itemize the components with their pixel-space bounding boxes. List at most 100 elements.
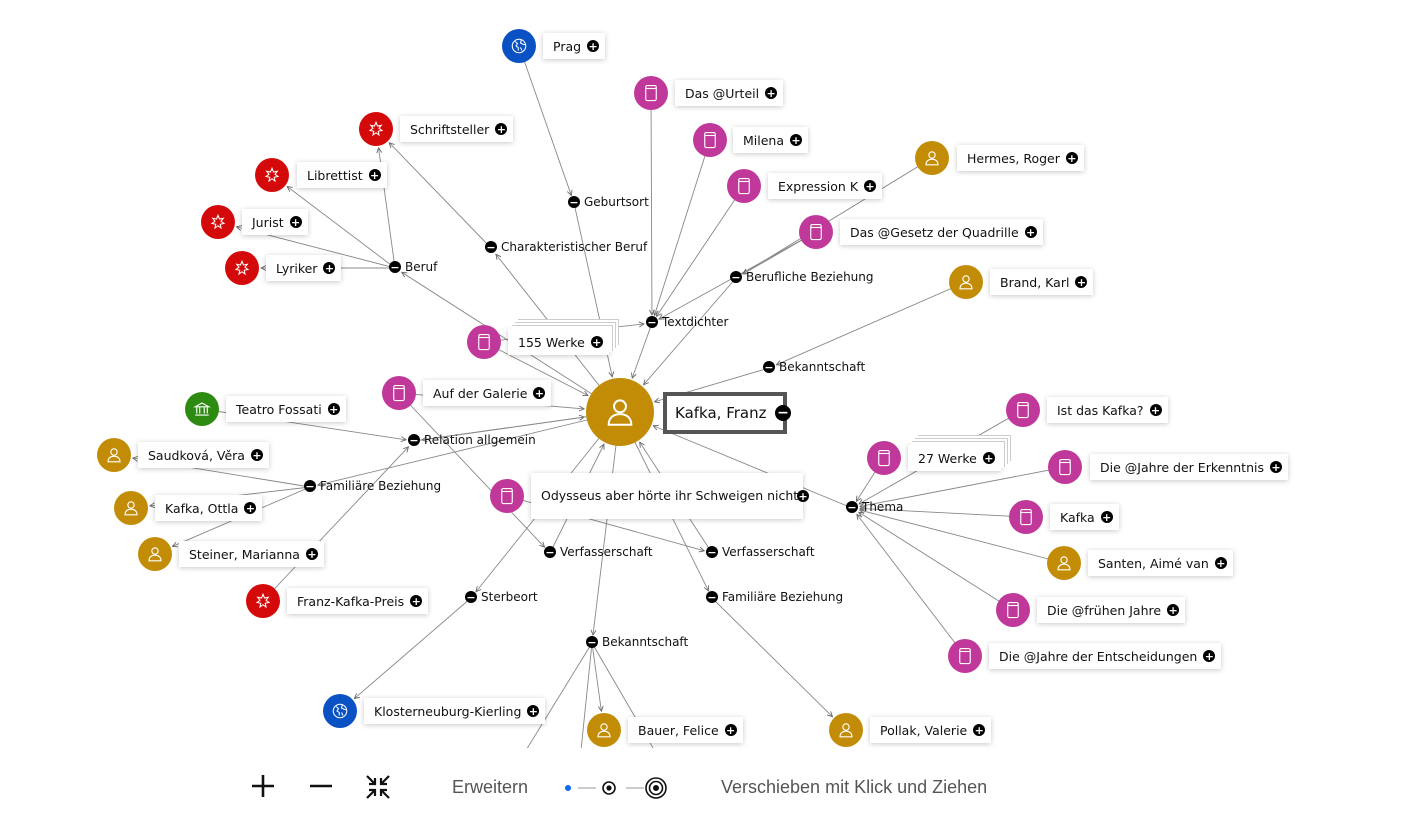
book-icon[interactable]	[996, 593, 1030, 627]
entity-node-label[interactable]: Steiner, Marianna+	[179, 541, 324, 567]
level-1-dot[interactable]	[565, 785, 571, 791]
book-icon[interactable]	[634, 76, 668, 110]
entity-node-label[interactable]: Die @Jahre der Erkenntnis+	[1090, 454, 1288, 480]
profession-icon[interactable]	[225, 251, 259, 285]
center-node-person-icon[interactable]	[586, 378, 654, 446]
entity-node-label[interactable]: Das @Gesetz der Quadrille+	[840, 219, 1043, 245]
relation-node[interactable]: −Thema	[846, 500, 903, 514]
expand-toggle[interactable]: +	[1075, 275, 1088, 289]
profession-icon[interactable]	[359, 112, 393, 146]
entity-node-label[interactable]: Das @Urteil+	[675, 80, 784, 106]
relation-node[interactable]: −Familiäre Beziehung	[304, 479, 441, 493]
entity-node-label[interactable]: Saudková, Věra+	[138, 442, 269, 468]
expand-toggle[interactable]: +	[495, 122, 508, 136]
entity-node-label[interactable]: Kafka, Ottla+	[155, 495, 263, 521]
expand-toggle[interactable]: +	[1100, 510, 1113, 524]
expand-toggle[interactable]: +	[982, 451, 995, 465]
entity-node-label[interactable]: Bauer, Felice+	[628, 717, 743, 743]
expand-toggle[interactable]: +	[527, 704, 540, 718]
expand-toggle[interactable]: +	[323, 261, 336, 275]
expand-toggle[interactable]: +	[797, 489, 809, 503]
expand-toggle[interactable]: +	[533, 386, 546, 400]
entity-node-label[interactable]: Prag+	[543, 33, 606, 59]
person-icon[interactable]	[949, 265, 983, 299]
expand-toggle[interactable]: +	[790, 133, 803, 147]
collapse-toggle[interactable]: −	[775, 405, 791, 421]
entity-node-label[interactable]: Franz-Kafka-Preis+	[287, 588, 429, 614]
book-icon[interactable]	[467, 325, 501, 359]
collapse-toggle[interactable]: −	[465, 590, 477, 604]
entity-node-label[interactable]: 155 Werke+	[508, 329, 609, 355]
expand-toggle[interactable]: +	[410, 594, 423, 608]
expand-toggle[interactable]: +	[1214, 556, 1227, 570]
entity-node-label[interactable]: Santen, Aimé van+	[1088, 550, 1233, 576]
expand-toggle[interactable]: +	[244, 501, 257, 515]
expand-toggle[interactable]: +	[250, 448, 263, 462]
collapse-toggle[interactable]: −	[706, 545, 718, 559]
entity-node-label[interactable]: Milena+	[733, 127, 809, 153]
book-icon[interactable]	[490, 479, 524, 513]
profession-icon[interactable]	[255, 158, 289, 192]
profession-icon[interactable]	[246, 584, 280, 618]
expand-toggle[interactable]: +	[1203, 649, 1216, 663]
collapse-toggle[interactable]: −	[408, 433, 420, 447]
collapse-toggle[interactable]: −	[646, 315, 658, 329]
person-icon[interactable]	[829, 713, 863, 747]
collapse-toggle[interactable]: −	[730, 270, 742, 284]
entity-node-label[interactable]: Kafka+	[1050, 504, 1119, 530]
level-3-dot[interactable]	[645, 777, 667, 799]
center-node-label[interactable]: Kafka, Franz −	[663, 392, 791, 434]
zoom-out-button[interactable]	[309, 774, 333, 802]
relation-node[interactable]: −Bekanntschaft	[586, 635, 688, 649]
person-icon[interactable]	[97, 438, 131, 472]
book-icon[interactable]	[799, 215, 833, 249]
entity-node-label[interactable]: 27 Werke+	[908, 445, 1001, 471]
expand-toggle[interactable]: +	[587, 39, 600, 53]
person-icon[interactable]	[587, 713, 621, 747]
relation-node[interactable]: −Berufliche Beziehung	[730, 270, 874, 284]
expand-toggle[interactable]: +	[1149, 403, 1162, 417]
expand-toggle[interactable]: +	[327, 402, 340, 416]
collapse-toggle[interactable]: −	[304, 479, 316, 493]
relation-node[interactable]: −Bekanntschaft	[763, 360, 865, 374]
entity-node-label[interactable]: Ist das Kafka?+	[1047, 397, 1168, 423]
book-icon[interactable]	[1006, 393, 1040, 427]
fit-view-button[interactable]	[365, 774, 391, 804]
book-icon[interactable]	[693, 123, 727, 157]
expand-toggle[interactable]: +	[765, 86, 778, 100]
expand-level-slider[interactable]	[564, 776, 670, 804]
collapse-toggle[interactable]: −	[485, 240, 497, 254]
book-icon[interactable]	[1048, 450, 1082, 484]
entity-node-label[interactable]: Expression K+	[768, 173, 883, 199]
entity-node-label[interactable]: Teatro Fossati+	[226, 396, 346, 422]
level-2-dot[interactable]	[602, 781, 616, 795]
book-icon[interactable]	[867, 441, 901, 475]
expand-toggle[interactable]: +	[1024, 225, 1037, 239]
collapse-toggle[interactable]: −	[544, 545, 556, 559]
collapse-toggle[interactable]: −	[389, 260, 401, 274]
relation-node[interactable]: −Geburtsort	[568, 195, 649, 209]
expand-toggle[interactable]: +	[590, 335, 603, 349]
entity-node-label[interactable]: Hermes, Roger+	[957, 145, 1084, 171]
entity-node-label[interactable]: Pollak, Valerie+	[870, 717, 992, 743]
expand-toggle[interactable]: +	[724, 723, 737, 737]
expand-toggle[interactable]: +	[305, 547, 318, 561]
relation-node[interactable]: −Charakteristischer Beruf	[485, 240, 647, 254]
globe-icon[interactable]	[502, 29, 536, 63]
relation-node[interactable]: −Verfasserschaft	[544, 545, 653, 559]
entity-node-label[interactable]: Klosterneuburg-Kierling+	[364, 698, 546, 724]
entity-node-label[interactable]: Lyriker+	[266, 255, 342, 281]
expand-toggle[interactable]: +	[973, 723, 986, 737]
entity-node-label[interactable]: Brand, Karl+	[990, 269, 1094, 295]
entity-node-label[interactable]: Schriftsteller+	[400, 116, 514, 142]
expand-toggle[interactable]: +	[368, 168, 381, 182]
book-icon[interactable]	[948, 639, 982, 673]
expand-toggle[interactable]: +	[864, 179, 877, 193]
entity-node-label[interactable]: Odysseus aber hörte ihr Schweigen nicht+	[531, 473, 809, 519]
book-icon[interactable]	[382, 376, 416, 410]
relation-node[interactable]: −Textdichter	[646, 315, 728, 329]
collapse-toggle[interactable]: −	[846, 500, 858, 514]
expand-toggle[interactable]: +	[1269, 460, 1282, 474]
building-icon[interactable]	[185, 392, 219, 426]
relation-node[interactable]: −Verfasserschaft	[706, 545, 815, 559]
